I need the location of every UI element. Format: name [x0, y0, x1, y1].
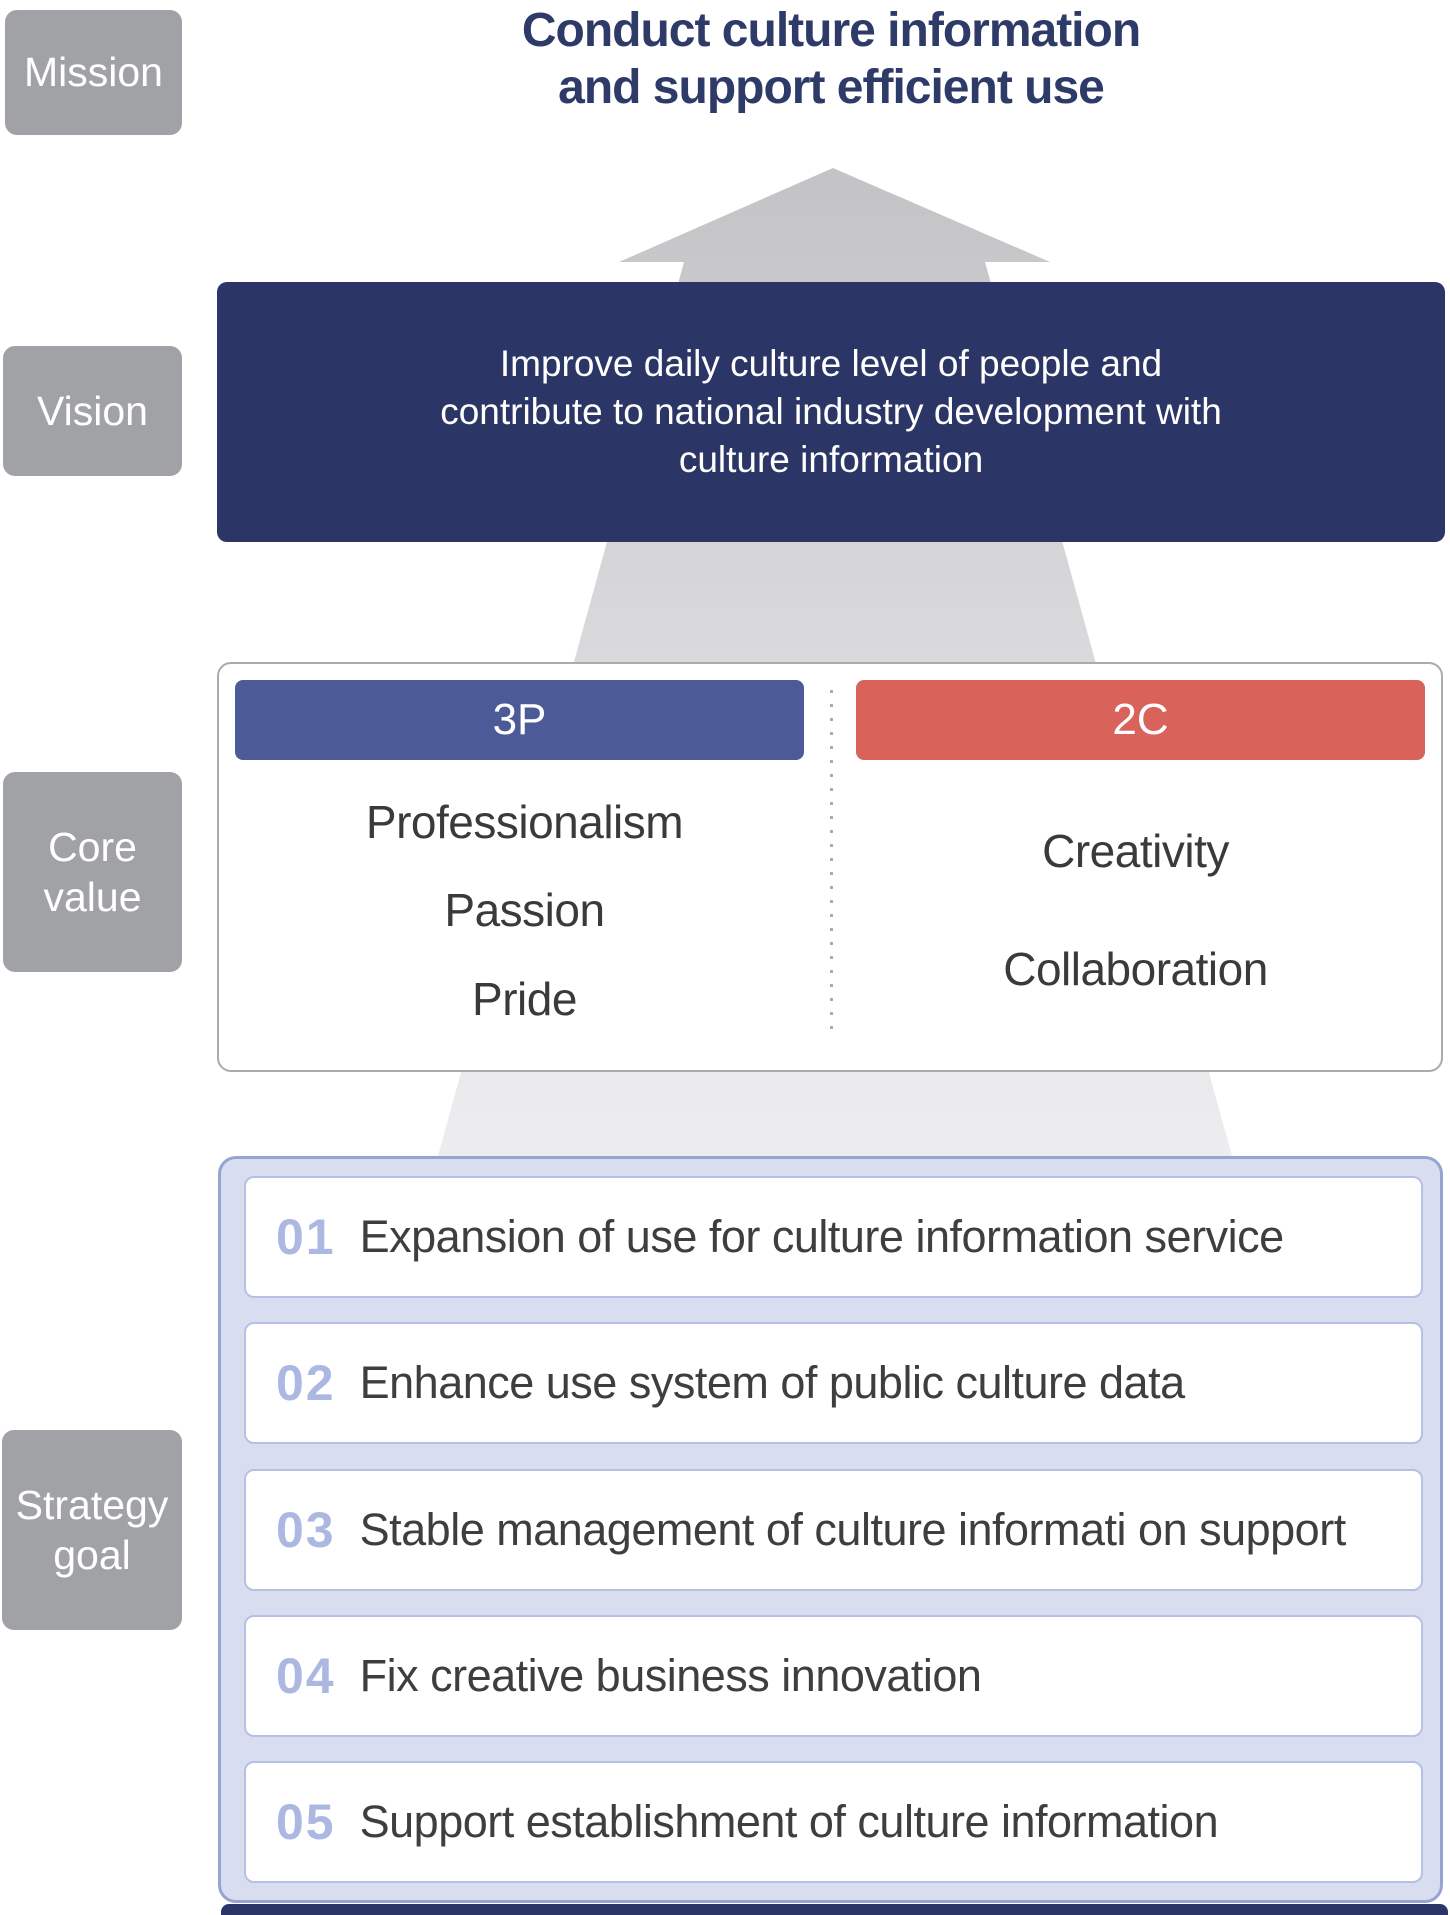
strategy-item-number: 05	[276, 1794, 336, 1850]
mission-title-line1: Conduct culture information	[521, 4, 1141, 57]
vision-banner: Improve daily culture level of people an…	[217, 282, 1445, 542]
vision-label-text: Vision	[37, 387, 148, 434]
strategy-item-05: 05 Support establishment of culture info…	[244, 1761, 1423, 1883]
core-group-2c-values: Creativity Collaboration	[830, 760, 1441, 1060]
strategy-item-03: 03 Stable management of culture informat…	[244, 1468, 1423, 1591]
mission-label: Mission	[5, 10, 182, 135]
bottom-navy-strip	[221, 1904, 1448, 1915]
core-group-2c-header: 2C	[856, 680, 1425, 760]
strategy-goal-label: Strategy goal	[2, 1430, 182, 1630]
core-value-item: Passion	[444, 884, 605, 936]
core-group-2c: 2C Creativity Collaboration	[830, 664, 1441, 1070]
strategy-item-01: 01 Expansion of use for culture informat…	[244, 1176, 1423, 1298]
strategy-item-text: Enhance use system of public culture dat…	[359, 1357, 1186, 1409]
mission-title: Conduct culture information and support …	[217, 2, 1445, 116]
strategy-item-text: Support establishment of culture informa…	[359, 1796, 1219, 1847]
core-value-label-line1: Core	[48, 823, 137, 870]
strategy-item-number: 02	[276, 1355, 336, 1412]
strategy-item-04: 04 Fix creative business innovation	[244, 1614, 1423, 1737]
core-group-3p-values: Professionalism Passion Pride	[219, 760, 830, 1060]
strategy-goal-label-line1: Strategy	[15, 1481, 169, 1528]
core-value-label: Core value	[3, 772, 182, 972]
core-value-item: Collaboration	[1003, 943, 1268, 995]
core-value-box: 3P Professionalism Passion Pride 2C Crea…	[217, 662, 1443, 1072]
core-value-label-line2: value	[43, 874, 142, 920]
strategy-item-text: Fix creative business innovation	[359, 1649, 982, 1701]
core-group-3p: 3P Professionalism Passion Pride	[219, 664, 830, 1070]
strategy-item-number: 04	[276, 1647, 336, 1704]
strategy-goal-label-line2: goal	[53, 1532, 131, 1578]
mission-label-text: Mission	[24, 49, 163, 96]
vision-line2: contribute to national industry developm…	[440, 391, 1222, 432]
dotted-divider	[830, 690, 833, 1040]
core-value-item: Professionalism	[365, 795, 684, 848]
mission-title-line2: and support efficient use	[558, 61, 1105, 114]
core-group-3p-header: 3P	[235, 680, 804, 760]
vision-line1: Improve daily culture level of people an…	[499, 343, 1163, 384]
strategy-item-02: 02 Enhance use system of public culture …	[244, 1322, 1423, 1445]
vision-label: Vision	[3, 346, 182, 476]
strategy-item-text: Expansion of use for culture information…	[359, 1211, 1284, 1262]
strategy-goal-box: 01 Expansion of use for culture informat…	[218, 1156, 1443, 1903]
core-value-item: Pride	[472, 972, 577, 1025]
vision-line3: culture information	[678, 439, 984, 480]
strategy-item-number: 03	[276, 1501, 336, 1558]
strategy-item-number: 01	[276, 1209, 336, 1265]
core-value-item: Creativity	[1042, 825, 1229, 877]
strategy-item-text: Stable management of culture informati o…	[359, 1503, 1347, 1555]
